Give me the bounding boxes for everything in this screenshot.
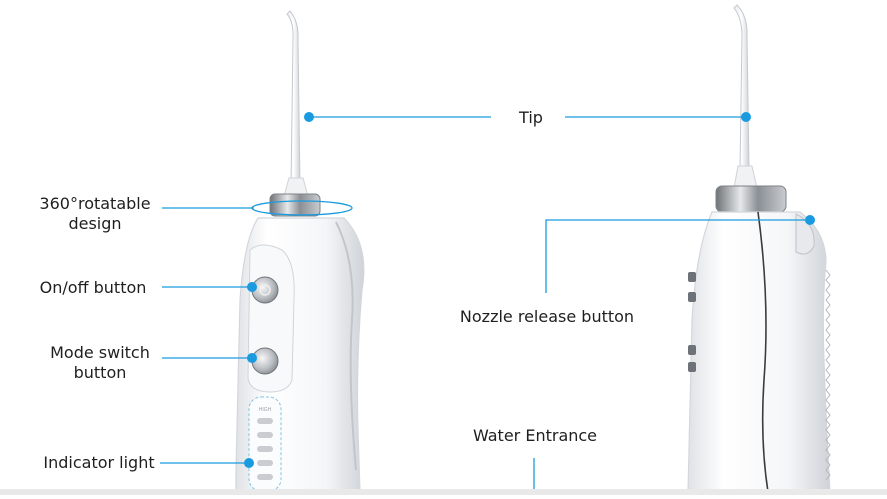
indicator-label: Indicator light	[43, 453, 155, 472]
indicator-led	[257, 418, 273, 424]
bottom-edge-bar	[0, 489, 887, 495]
indicator-led	[257, 432, 273, 438]
right-body	[687, 211, 831, 493]
indicator-led	[257, 460, 273, 466]
right-side-button	[688, 362, 696, 372]
right-tip	[733, 4, 750, 171]
right-device	[687, 4, 831, 493]
tip-label: Tip	[519, 108, 543, 127]
left-indicator-text: HIGH	[259, 407, 272, 413]
nozzle-release-dot	[805, 215, 815, 225]
water-entrance-label: Water Entrance	[472, 426, 598, 445]
right-chrome-ring	[715, 185, 787, 213]
callout-lines	[160, 116, 810, 492]
tip-dot-right	[741, 112, 751, 122]
indicator-led	[257, 446, 273, 452]
right-body-seam	[757, 211, 769, 493]
tip-dot-left	[304, 112, 314, 122]
left-body-seam	[335, 221, 357, 471]
callout-dots	[244, 112, 815, 468]
on-off-label: On/off button	[39, 278, 147, 297]
on-off-dot	[247, 282, 257, 292]
left-indicator-panel	[248, 396, 282, 492]
right-tip-base	[733, 165, 758, 189]
right-side-button	[688, 292, 696, 302]
indicator-led	[257, 474, 273, 480]
indicator-dot	[244, 458, 254, 468]
mode-switch-label: Mode switch button	[50, 343, 150, 382]
left-tip-base	[283, 177, 309, 197]
rotatable-ellipse	[251, 200, 353, 216]
right-side-button	[688, 272, 696, 282]
right-side-button	[688, 345, 696, 355]
left-chrome-ring	[269, 193, 321, 217]
right-grip-ridges	[825, 269, 831, 481]
nozzle-release-label: Nozzle release button	[459, 307, 635, 326]
rotatable-label: 360°rotatable design	[39, 194, 151, 233]
mode-switch-dot	[247, 353, 257, 363]
left-device: HIGH	[235, 10, 365, 493]
left-tip	[286, 10, 301, 187]
nozzle-release-line	[545, 219, 810, 293]
